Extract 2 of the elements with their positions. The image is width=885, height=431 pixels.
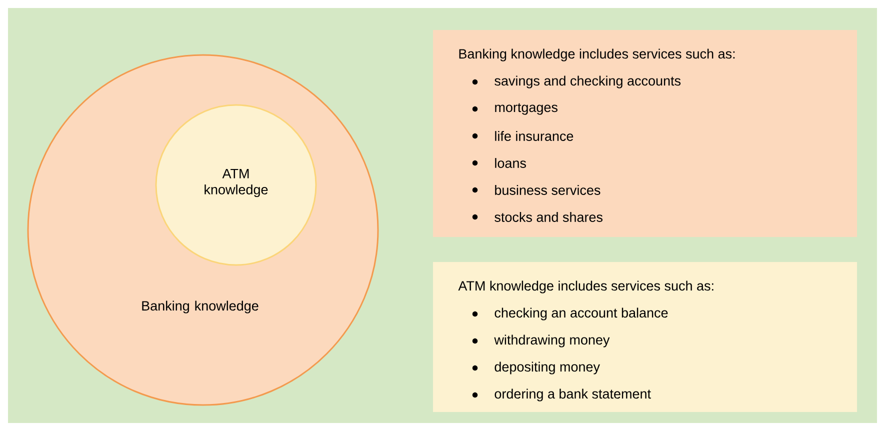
text-box: Banking knowledge includes services such as: savings and checking accounts mortgages life insurance loans business services stocks and shares <box>433 30 857 237</box>
text-box: ATM knowledge includes services such as: checking an account balance withdrawing money depositing money ordering a bank statement <box>433 262 857 412</box>
